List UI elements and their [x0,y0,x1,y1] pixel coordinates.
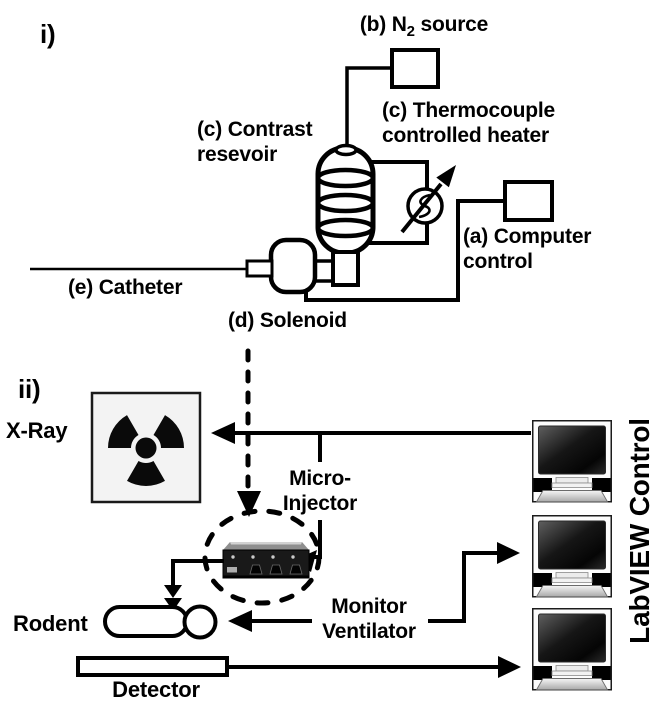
dashed-arrowhead [237,491,261,517]
thermocouple-heater-label: (c) Thermocouple controlled heater [382,98,555,148]
ventilator-label-line: Ventilator [322,620,416,643]
n2-source-label: (b) N2 source [344,12,504,44]
monitor-ventilator-label: Monitor Ventilator [306,594,432,644]
labview-control-label: LabVIEW Control [624,418,655,644]
monitor3-arrowhead [498,656,521,678]
catheter-label: (e) Catheter [68,276,183,299]
reservoir-outlet-tube [331,250,360,287]
crt-monitor-icon-2 [532,515,612,598]
computer-control-label-line2: control [463,250,533,273]
micro-injector-label: Micro- Injector [258,466,382,516]
radiation-trefoil-icon [108,415,184,486]
monitor-label-line: Monitor [331,595,407,618]
double-arrowhead-bottom [164,598,182,611]
crt-monitor-icon-1 [532,420,612,503]
computer-control-line [304,199,505,302]
detector-plate [76,656,229,677]
xray-label: X-Ray [6,418,68,443]
contrast-reservoir-label-line2: resevoir [197,143,278,166]
micro-injector-device [222,541,310,579]
computer-control-label-line1: (a) Computer [463,225,592,248]
micro-injector-label-line1: Micro- [289,467,351,490]
solenoid-valve-body [268,237,318,295]
computer-control-label: (a) Computer control [463,224,591,274]
rodent-figure [103,604,218,640]
panel-i-marker: i) [40,19,56,49]
n2-source-box [390,48,440,89]
monitor2-arrowhead [497,542,520,564]
ventilator-to-monitor2-line [428,551,499,623]
catheter-hub [245,259,274,278]
injector-to-rodent-line [171,559,224,586]
detector-label: Detector [112,677,200,702]
xray-arrowhead [211,422,235,444]
n2-label-prefix: (b) N [359,13,407,36]
thermocouple-label-line2: controlled heater [382,124,549,147]
crt-monitor-icon-3 [532,608,612,691]
contrast-reservoir-label: (c) Contrast resevoir [197,117,313,167]
variable-heater-dial-icon [400,165,456,234]
rodent-label: Rodent [13,611,88,636]
panel-ii-marker: ii) [18,374,41,404]
n2-label-subscript: 2 [406,23,415,40]
contrast-reservoir-vessel [315,143,376,256]
solenoid-label: (d) Solenoid [228,309,347,332]
contrast-reservoir-label-line1: (c) Contrast [197,118,313,141]
n2-label-suffix: source [414,13,489,36]
rodent-arrowhead [228,610,252,632]
double-arrowhead-top [164,585,182,598]
thermocouple-label-line1: (c) Thermocouple [382,99,555,122]
computer-control-box [503,180,554,222]
micro-injector-label-line2: Injector [282,492,358,515]
n2-supply-line [345,66,392,151]
